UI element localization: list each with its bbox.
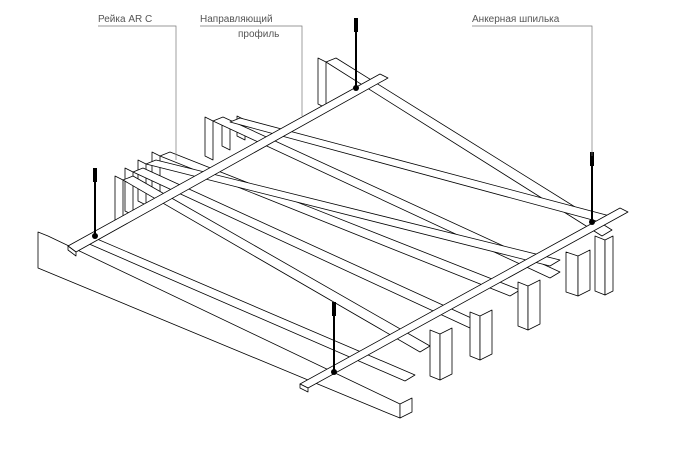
slat-front-left-face xyxy=(399,397,413,419)
slat-back-1 xyxy=(317,57,327,109)
slat-bar-5 xyxy=(145,159,561,267)
anchor-rods xyxy=(92,18,595,375)
front-slats xyxy=(37,231,614,419)
slat-front-5-side xyxy=(577,249,591,297)
slat-front-5 xyxy=(565,251,579,297)
slat-front-2 xyxy=(429,329,441,381)
slat-front-2-side xyxy=(439,327,453,381)
anchor-rod-2-clip xyxy=(92,233,98,239)
leader-guide xyxy=(200,25,303,116)
label-anchor: Анкерная шпилька xyxy=(472,14,560,25)
label-guide-line1: Направляющий xyxy=(200,14,273,25)
slat-front-right-side xyxy=(604,235,614,296)
anchor-rod-4-cap xyxy=(332,302,336,316)
slat-back-7 xyxy=(124,167,134,216)
slat-front-3 xyxy=(469,311,481,361)
slat-front-4 xyxy=(517,281,529,331)
slat-front-right xyxy=(594,235,606,296)
slat-front-3-side xyxy=(479,309,493,361)
leader-slat xyxy=(98,25,177,160)
guide-profiles xyxy=(67,73,629,393)
guide-profile-front-edge xyxy=(299,383,309,393)
label-guide-line2: профиль xyxy=(238,28,279,40)
slat-back-2 xyxy=(204,116,214,161)
anchor-rod-4-clip xyxy=(331,369,337,375)
anchor-rod-2-cap xyxy=(93,168,97,182)
guide-profile-back-edge xyxy=(67,245,77,257)
slat-top-bars xyxy=(79,57,613,382)
slat-front-left xyxy=(37,231,401,419)
anchor-rod-3-clip xyxy=(589,219,595,225)
leader-anchor xyxy=(472,25,593,156)
anchor-rod-3-cap xyxy=(590,152,594,166)
slat-front-4-side xyxy=(527,279,541,331)
anchor-rod-1-clip xyxy=(353,85,359,91)
slat-bar-2 xyxy=(212,116,561,279)
label-slat: Рейка AR C xyxy=(98,14,152,25)
leader-lines xyxy=(98,25,593,160)
callouts: Рейка AR C Направляющий профиль Анкерная… xyxy=(98,14,560,40)
slat-bar-1 xyxy=(325,57,613,237)
anchor-rod-1-cap xyxy=(354,18,358,32)
